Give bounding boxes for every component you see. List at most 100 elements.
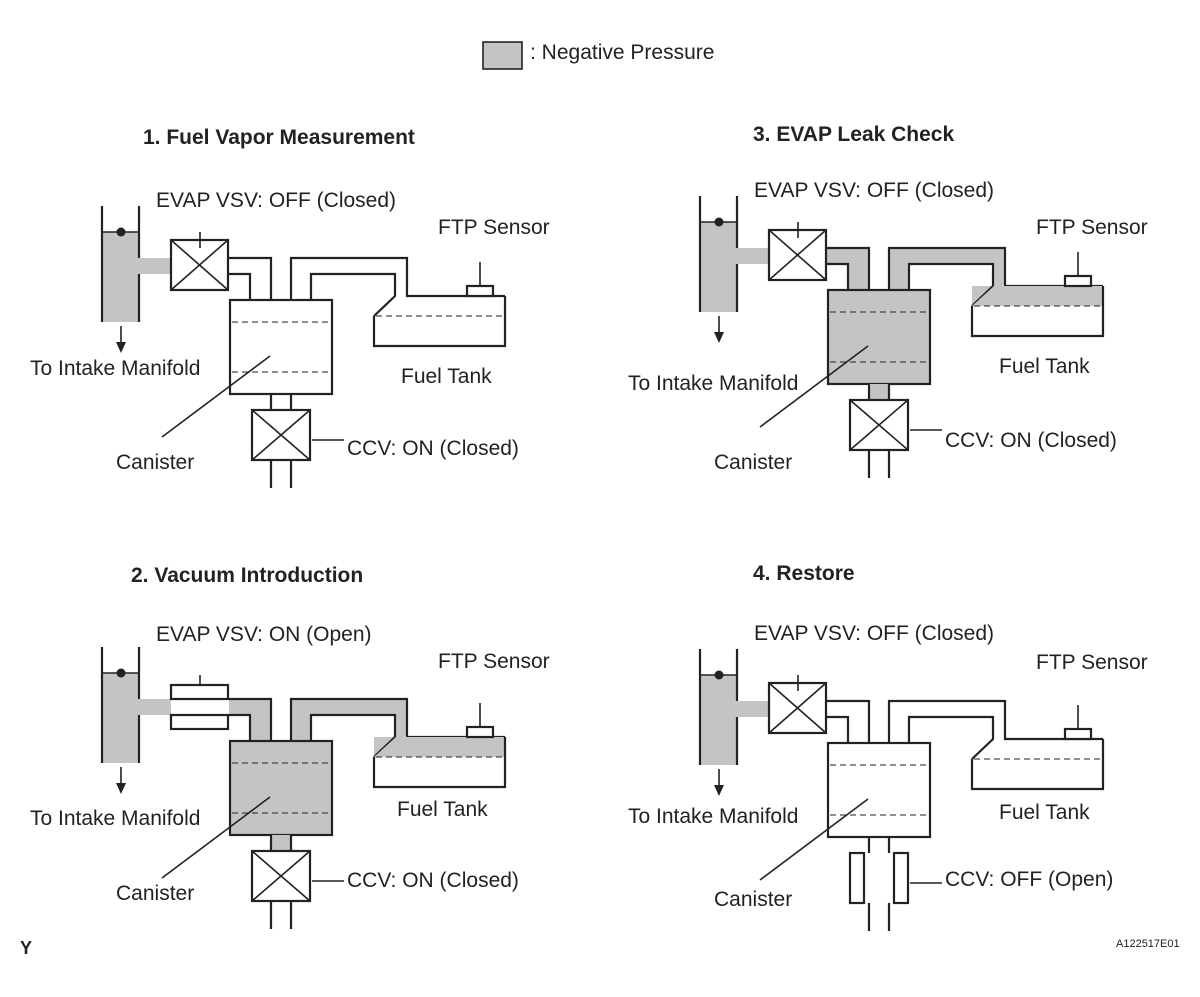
intake-vacuum-fill xyxy=(700,222,737,312)
evap-vsv-closed-cross xyxy=(170,239,229,291)
legend: : Negative Pressure xyxy=(482,41,714,70)
corner-mark: Y xyxy=(20,938,32,958)
pipe-wall xyxy=(309,713,397,758)
evap-vsv-lower-body xyxy=(169,713,230,731)
fuel-tank xyxy=(372,296,507,348)
canister xyxy=(228,739,334,837)
pipe-wall xyxy=(827,715,850,743)
intake-manifold-label: To Intake Manifold xyxy=(30,807,200,830)
ftp-sensor-label: FTP Sensor xyxy=(1036,216,1148,239)
pipe-wall xyxy=(887,699,1103,743)
arrow-down-icon xyxy=(116,342,126,353)
canister-leader-line xyxy=(161,796,271,879)
intake-vacuum-fill xyxy=(102,232,139,322)
intake-vacuum-fill xyxy=(700,675,737,765)
intake-dot xyxy=(714,670,724,680)
fuel-tank-label: Fuel Tank xyxy=(999,801,1090,824)
panel-system-drawing xyxy=(698,649,1105,931)
pipe-wall xyxy=(309,272,397,317)
fuel-tank xyxy=(970,286,1105,338)
intake-dot xyxy=(714,217,724,227)
ccv-right-body xyxy=(892,851,910,905)
ccv-label: CCV: ON (Closed) xyxy=(347,437,519,460)
ftp-sensor-label: FTP Sensor xyxy=(1036,651,1148,674)
canister-label: Canister xyxy=(714,451,792,474)
panel-evap-leak-check: 3. EVAP Leak Check EVAP VSV: OFF (Closed… xyxy=(628,123,1148,478)
ccv-label: CCV: ON (Closed) xyxy=(347,869,519,892)
canister xyxy=(826,741,932,839)
panel-vacuum-introduction: 2. Vacuum Introduction EVAP VSV: ON (Ope… xyxy=(30,564,550,929)
panel-system-drawing xyxy=(100,206,507,488)
arrow-down-icon xyxy=(116,783,126,794)
panel-title: 4. Restore xyxy=(753,562,855,585)
intake-dot xyxy=(116,227,126,237)
intake-manifold-label: To Intake Manifold xyxy=(628,372,798,395)
pipe-vacuum-fill xyxy=(889,248,1005,306)
canister-leader-line xyxy=(161,355,271,438)
canister-leader-line xyxy=(759,798,869,881)
arrow-down-icon xyxy=(714,785,724,796)
ccv-closed-cross xyxy=(251,409,311,461)
evap-vsv-label: EVAP VSV: ON (Open) xyxy=(156,623,372,646)
ccv-label: CCV: OFF (Open) xyxy=(945,868,1113,891)
ccv-closed-cross xyxy=(251,850,311,902)
canister xyxy=(826,288,932,386)
pipe-vacuum-fill xyxy=(291,699,407,757)
ccv-neck-vacuum-fill xyxy=(271,835,291,851)
pipe-wall xyxy=(827,699,871,743)
panel-title: 2. Vacuum Introduction xyxy=(131,564,363,587)
pipe-wall xyxy=(229,697,273,741)
canister-label: Canister xyxy=(714,888,792,911)
pipe-wall xyxy=(229,272,252,300)
fuel-tank xyxy=(372,737,507,789)
legend-label: : Negative Pressure xyxy=(530,41,714,64)
evap-vsv-closed-cross xyxy=(768,682,827,734)
pipe-wall xyxy=(827,246,871,290)
pipe-wall xyxy=(289,256,505,300)
ftp-sensor xyxy=(1063,274,1093,288)
canister xyxy=(228,298,334,396)
evap-vsv-label: EVAP VSV: OFF (Closed) xyxy=(156,189,396,212)
fuel-tank-label: Fuel Tank xyxy=(401,365,492,388)
intake-vacuum-fill xyxy=(102,673,139,763)
evap-vsv-label: EVAP VSV: OFF (Closed) xyxy=(754,179,994,202)
fuel-tank-vapor-fill xyxy=(972,286,1103,306)
intake-manifold-label: To Intake Manifold xyxy=(30,357,200,380)
pipe-wall xyxy=(907,715,995,760)
canister-leader-line xyxy=(759,345,869,428)
pipe-wall xyxy=(827,262,850,290)
panel-fuel-vapor-measurement: 1. Fuel Vapor Measurement EVAP VSV: OFF … xyxy=(30,126,550,488)
ccv-label: CCV: ON (Closed) xyxy=(945,429,1117,452)
intake-branch-fill xyxy=(139,699,171,715)
ccv-neck-vacuum-fill xyxy=(869,384,889,400)
evap-vsv-upper-body xyxy=(169,683,230,701)
fuel-tank-vapor-fill xyxy=(374,737,505,757)
panel-title: 1. Fuel Vapor Measurement xyxy=(143,126,415,149)
ftp-sensor xyxy=(1063,727,1093,741)
panel-system-drawing xyxy=(100,647,507,929)
intake-branch-fill xyxy=(737,248,769,264)
pipe-wall xyxy=(229,256,273,300)
fuel-tank-label: Fuel Tank xyxy=(999,355,1090,378)
figure-code: A122517E01 xyxy=(1116,938,1180,950)
fuel-tank xyxy=(970,739,1105,791)
arrow-down-icon xyxy=(714,332,724,343)
panel-title: 3. EVAP Leak Check xyxy=(753,123,954,146)
ftp-sensor-label: FTP Sensor xyxy=(438,650,550,673)
pipe-wall xyxy=(229,713,252,741)
evap-vsv-label: EVAP VSV: OFF (Closed) xyxy=(754,622,994,645)
intake-branch-fill xyxy=(139,258,171,274)
ccv-closed-cross xyxy=(849,399,909,451)
ftp-sensor-label: FTP Sensor xyxy=(438,216,550,239)
ftp-sensor xyxy=(465,725,495,739)
legend-swatch xyxy=(482,41,523,70)
evap-vsv-closed-cross xyxy=(768,229,827,281)
intake-manifold-label: To Intake Manifold xyxy=(628,805,798,828)
intake-branch-fill xyxy=(737,701,769,717)
canister-label: Canister xyxy=(116,451,194,474)
fuel-tank-label: Fuel Tank xyxy=(397,798,488,821)
ftp-sensor xyxy=(465,284,495,298)
pipe-wall xyxy=(907,262,995,307)
ccv-left-body xyxy=(848,851,866,905)
